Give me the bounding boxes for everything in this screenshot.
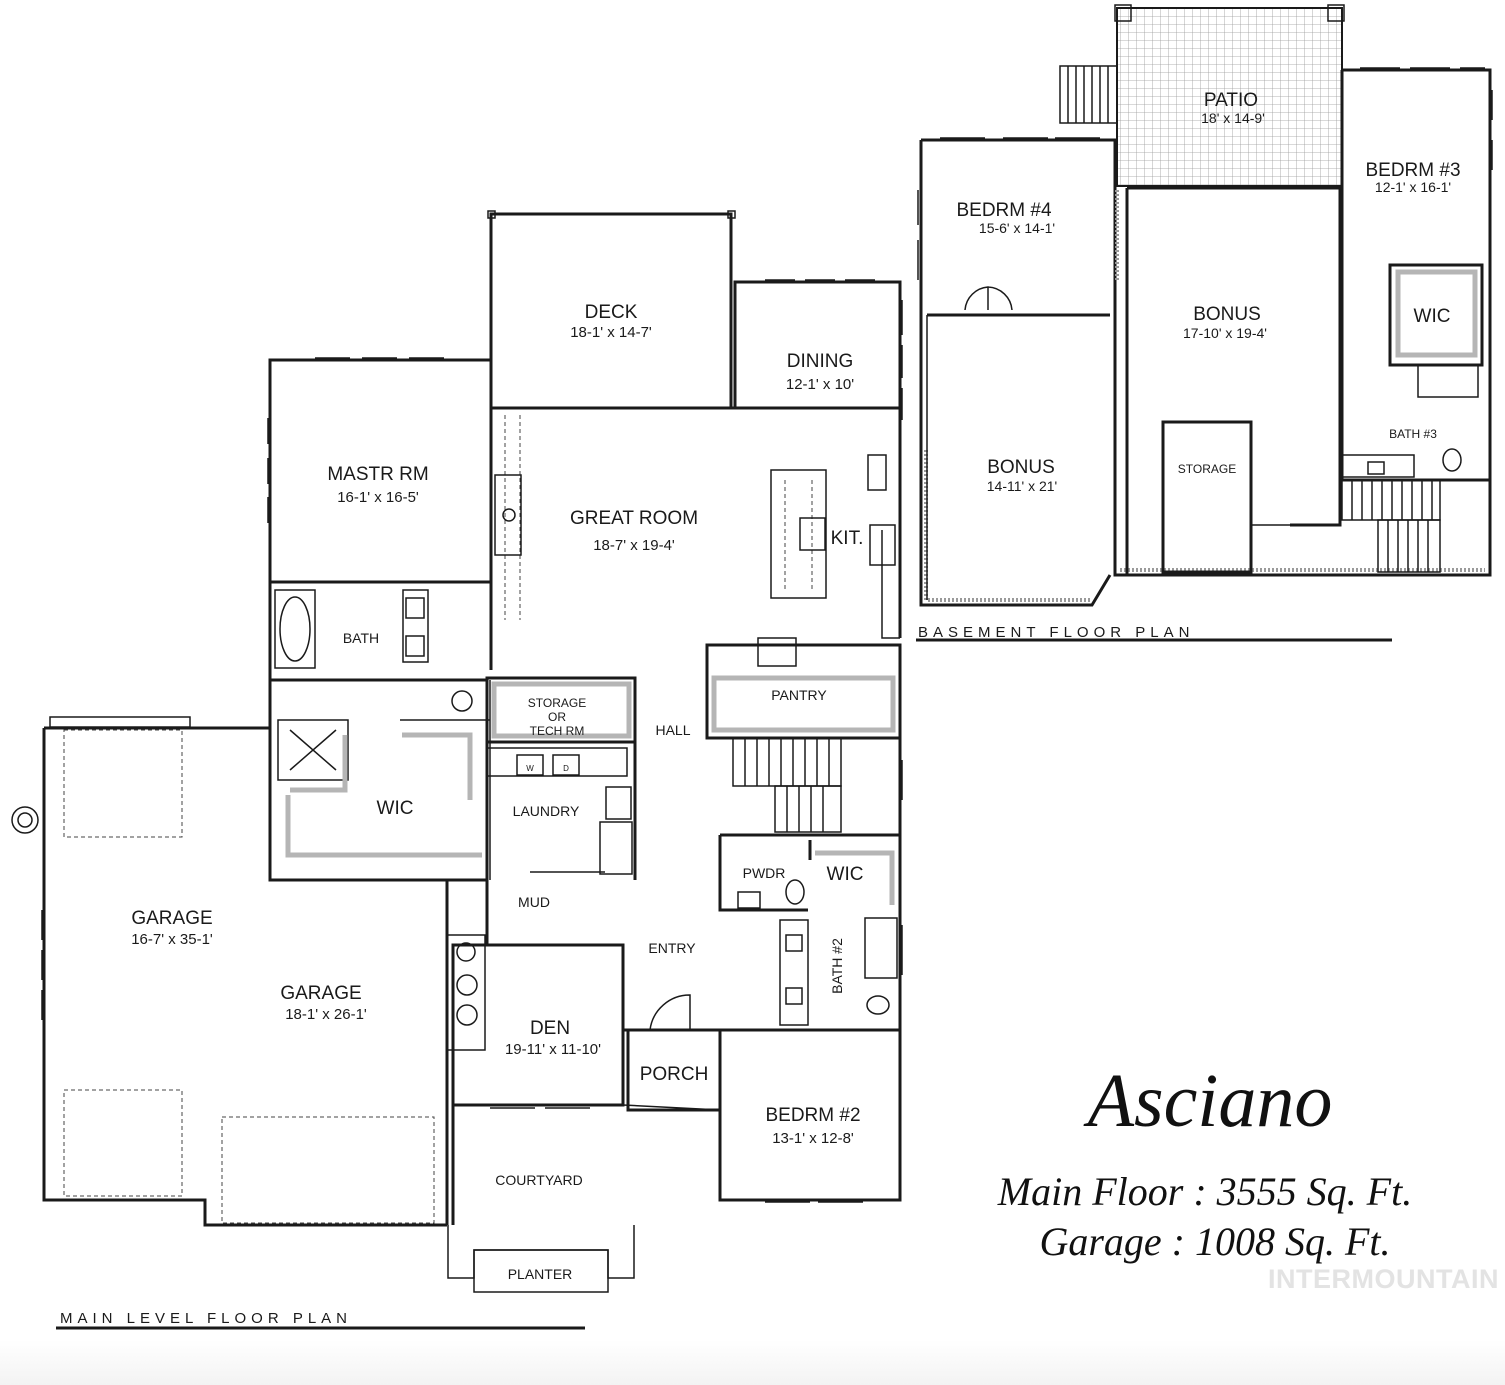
- main-level-caption: MAIN LEVEL FLOOR PLAN: [60, 1310, 352, 1327]
- basement-plan: [917, 4, 1493, 607]
- main-stairs: [732, 737, 842, 833]
- master-label: MASTR RM: [327, 464, 428, 485]
- deck-label: DECK: [585, 302, 638, 323]
- entry-label: ENTRY: [648, 940, 696, 956]
- garage1-dimensions: 16-7' x 35-1': [131, 931, 213, 948]
- basement-storage-label: STORAGE: [1178, 462, 1236, 476]
- pantry-label: PANTRY: [771, 687, 827, 703]
- main-level-plan: [11, 210, 903, 1293]
- bedrm2-dimensions: 13-1' x 12-8': [772, 1130, 854, 1147]
- planter-label: PLANTER: [508, 1266, 573, 1282]
- den-dimensions: 19-11' x 11-10': [505, 1041, 601, 1058]
- bedrm4-dimensions: 15-6' x 14-1': [979, 220, 1055, 236]
- master-wic-label: WIC: [377, 798, 414, 819]
- storage-label-line1: STORAGE: [528, 696, 586, 710]
- bath-label: BATH: [343, 630, 379, 646]
- bedrm3-dimensions: 12-1' x 16-1': [1375, 179, 1451, 195]
- mud-label: MUD: [518, 894, 550, 910]
- basement-wic-label: WIC: [1414, 306, 1451, 327]
- deck-dimensions: 18-1' x 14-7': [570, 324, 652, 341]
- bonus-left-dimensions: 14-11' x 21': [987, 478, 1057, 494]
- intermountain-watermark: INTERMOUNTAIN: [1268, 1264, 1499, 1294]
- laundry-label: LAUNDRY: [513, 803, 580, 819]
- garage2-label: GARAGE: [280, 983, 361, 1004]
- dining-dimensions: 12-1' x 10': [786, 376, 854, 393]
- great-room-dimensions: 18-7' x 19-4': [593, 537, 675, 554]
- garage2-dimensions: 18-1' x 26-1': [285, 1006, 367, 1023]
- washer-label: W: [526, 764, 534, 773]
- patio-dimensions: 18' x 14-9': [1201, 110, 1265, 126]
- bottom-fade: [0, 1340, 1505, 1385]
- plan-name-title: Asciano: [1087, 1059, 1333, 1143]
- bedrm3-label: BEDRM #3: [1365, 160, 1460, 181]
- storage-label-line2: OR: [548, 710, 566, 724]
- garage1-label: GARAGE: [131, 908, 212, 929]
- patio-label: PATIO: [1204, 90, 1258, 111]
- kitchen-label: KIT.: [831, 528, 864, 549]
- bedrm2-label: BEDRM #2: [765, 1105, 860, 1126]
- main-floor-sqft: Main Floor : 3555 Sq. Ft.: [997, 1169, 1413, 1214]
- patio-steps: [1059, 65, 1118, 124]
- master-dimensions: 16-1' x 16-5': [337, 489, 419, 506]
- bonus-main-label: BONUS: [1193, 304, 1261, 325]
- basement-stairs: [1341, 479, 1441, 573]
- garage-sqft: Garage : 1008 Sq. Ft.: [1039, 1219, 1391, 1264]
- great-room-label: GREAT ROOM: [570, 508, 698, 529]
- bath3-label: BATH #3: [1389, 427, 1437, 441]
- porch-label: PORCH: [640, 1064, 709, 1085]
- bedrm4-label: BEDRM #4: [956, 200, 1051, 221]
- bonus-left-label: BONUS: [987, 457, 1055, 478]
- den-label: DEN: [530, 1018, 570, 1039]
- bed2-wic-label: WIC: [827, 864, 864, 885]
- dining-label: DINING: [787, 351, 854, 372]
- bath2-label: BATH #2: [829, 938, 845, 994]
- basement-caption: BASEMENT FLOOR PLAN: [918, 624, 1194, 641]
- bonus-main-dimensions: 17-10' x 19-4': [1183, 325, 1267, 341]
- courtyard-label: COURTYARD: [495, 1172, 582, 1188]
- pwdr-label: PWDR: [743, 865, 786, 881]
- dryer-label: D: [563, 764, 569, 773]
- hall-label: HALL: [655, 722, 690, 738]
- storage-label-line3: TECH RM: [530, 724, 585, 738]
